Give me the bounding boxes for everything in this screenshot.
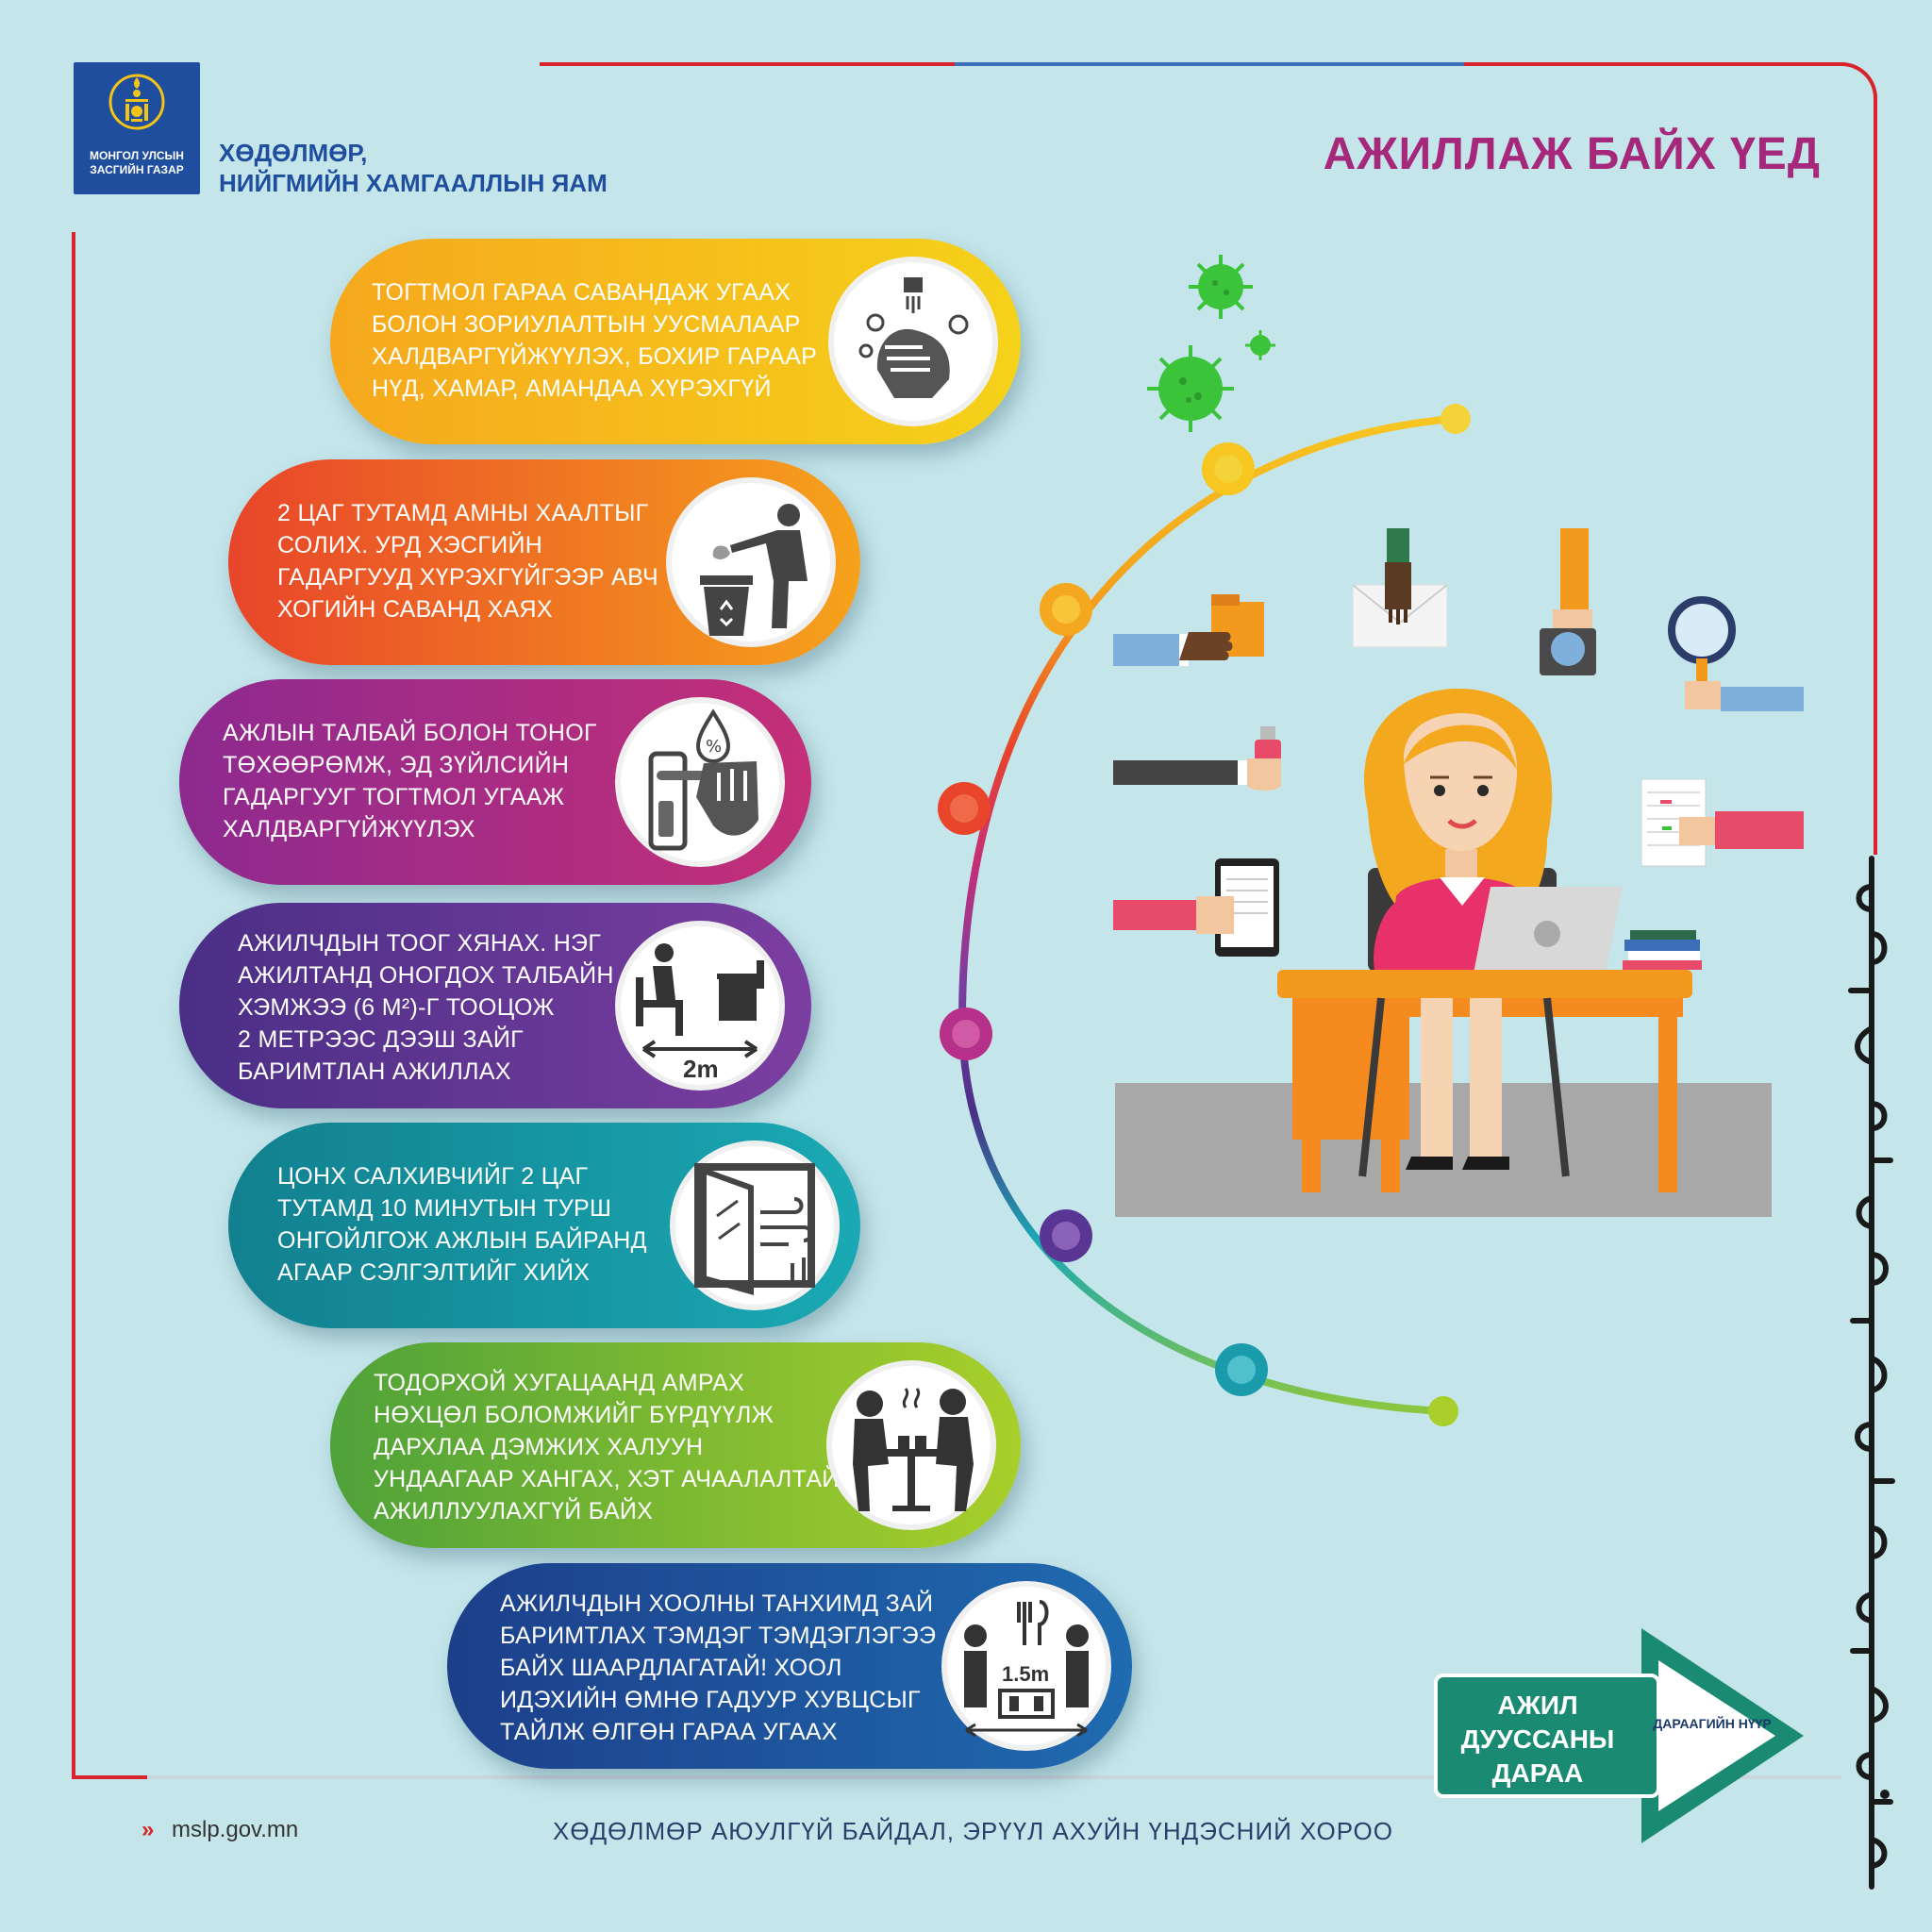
hand-folder-icon [1113,594,1264,666]
hand-tablet-icon [1113,858,1279,957]
timeline-node-start [1441,404,1471,434]
hand-magnifier-icon [1668,596,1804,711]
next-page-label: ДАРААГИЙН НҮҮР [1653,1716,1772,1731]
step-text-3: АЖЛЫН ТАЛБАЙ БОЛОН ТОНОГ ТӨХӨӨРӨМЖ, ЭД З… [223,720,597,842]
woman-at-desk-illustration [1277,689,1702,1192]
logo-caption: МОНГОЛ УЛСЫН ЗАСГИЙН ГАЗАР [90,149,184,176]
step-text-5: ЦОНХ САЛХИВЧИЙГ 2 ЦАГ ТУТАМД 10 МИНУТЫН … [277,1163,647,1286]
window-ventilation-icon [670,1141,840,1310]
step-card-3: АЖЛЫН ТАЛБАЙ БОЛОН ТОНОГ ТӨХӨӨРӨМЖ, ЭД З… [179,679,811,885]
frame-line-top-red [540,62,955,66]
ministry-name-line1: ХӨДӨЛМӨР, [219,139,368,167]
surface-disinfect-icon: % [615,697,785,867]
step-card-7: АЖИЛЧДЫН ХООЛНЫ ТАНХИМД ЗАЙ БАРИМТЛАХ ТЭ… [447,1563,1132,1769]
frame-line-top-red-right [1464,62,1841,66]
step-card-1: ТОГТМОЛ ГАРАА САВАНДАЖ УГААХ БОЛОН ЗОРИУ… [330,239,1021,444]
frame-line-bottom [72,1775,1841,1779]
mongolian-script-decoration [1848,856,1895,1890]
website-arrow-icon: » [142,1817,155,1842]
step-card-5: ЦОНХ САЛХИВЧИЙГ 2 ЦАГ ТУТАМД 10 МИНУТЫН … [228,1123,860,1328]
step-card-6: ТОДОРХОЙ ХУГАЦААНД АМРАХ НӨХЦӨЛ БОЛОМЖИЙ… [330,1342,1021,1548]
step-text-2: 2 ЦАГ ТУТАМД АМНЫ ХААЛТЫГ СОЛИХ. УРД ХЭС… [277,500,658,623]
ministry-name-line2: НИЙГМИЙН ХАМГААЛЛЫН ЯАМ [219,169,608,197]
website-link[interactable]: mslp.gov.mn [172,1817,299,1842]
desk-distance-icon: 2m [615,921,785,1091]
step-text-1: ТОГТМОЛ ГАРАА САВАНДАЖ УГААХ БОЛОН ЗОРИУ… [372,279,818,402]
canteen-distance-icon: 1.5m [941,1581,1111,1751]
next-page-arrow[interactable] [1638,1624,1809,1847]
step-card-2: 2 ЦАГ ТУТАМД АМНЫ ХААЛТЫГ СОЛИХ. УРД ХЭС… [228,459,860,665]
virus-icon [1147,255,1275,432]
hand-envelope-icon [1353,528,1447,648]
soyombo-emblem-icon [108,74,165,130]
step-text-7: АЖИЛЧДЫН ХООЛНЫ ТАНХИМД ЗАЙ БАРИМТЛАХ ТЭ… [500,1591,937,1745]
hand-stamp-icon [1540,528,1596,675]
next-section-title: АЖИЛ ДУУССАНЫ ДАРАА [1460,1690,1615,1788]
page-title: АЖИЛЛАЖ БАЙХ ҮЕД [1323,129,1821,179]
mask-disposal-icon [666,477,836,647]
next-section-button[interactable] [1434,1674,1660,1798]
frame-line-left [72,232,75,1779]
step-card-4: АЖИЛЧДЫН ТООГ ХЯНАХ. НЭГ АЖИЛТАНД ОНОГДО… [179,903,811,1108]
ministry-name: ХӨДӨЛМӨР, НИЙГМИЙН ХАМГААЛЛЫН ЯАМ [219,138,608,198]
svg-text:%: % [706,737,722,757]
hand-washing-icon [828,257,998,426]
distance-2m-label: 2m [683,1055,719,1083]
hand-usb-icon [1113,726,1281,791]
frame-line-bottom-red [72,1775,147,1779]
distance-1-5m-label: 1.5m [1002,1662,1049,1686]
hand-document-icon [1641,779,1804,867]
coffee-break-icon [826,1360,996,1530]
frame-line-top-blue [955,62,1464,66]
timeline-node-end [1428,1396,1458,1426]
step-text-4: АЖИЛЧДЫН ТООГ ХЯНАХ. НЭГ АЖИЛТАНД ОНОГДО… [238,930,614,1085]
footer-organization: ХӨДӨЛМӨР АЮУЛГҮЙ БАЙДАЛ, ЭРҮҮЛ АХУЙН ҮНД… [553,1817,1393,1845]
step-text-6: ТОДОРХОЙ ХУГАЦААНД АМРАХ НӨХЦӨЛ БОЛОМЖИЙ… [374,1370,840,1524]
